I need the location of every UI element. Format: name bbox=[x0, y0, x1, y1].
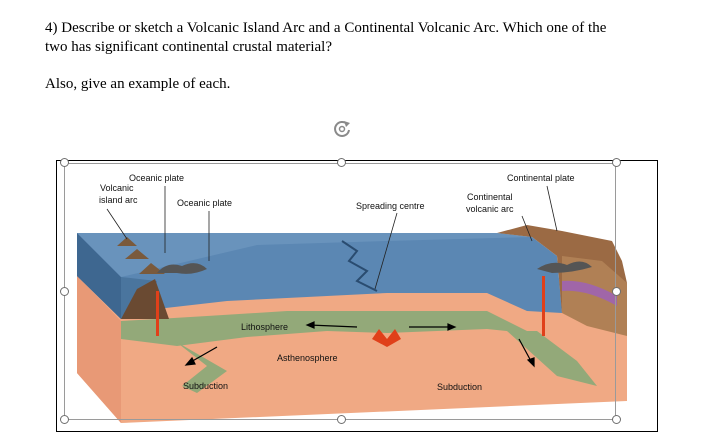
magma-conduit-right bbox=[542, 276, 545, 336]
question-text: 4) Describe or sketch a Volcanic Island … bbox=[45, 19, 685, 57]
label-lithosphere: Lithosphere bbox=[241, 322, 288, 332]
label-volcanic: Volcanic bbox=[100, 183, 134, 193]
magma-conduit-left bbox=[156, 291, 159, 336]
resize-handle-bottom[interactable] bbox=[337, 415, 346, 424]
continent-strata bbox=[562, 280, 617, 306]
label-island-arc: island arc bbox=[99, 195, 138, 205]
ash-plume-right bbox=[537, 261, 592, 273]
subducting-slab-right bbox=[507, 331, 597, 386]
resize-handle-top-right[interactable] bbox=[612, 158, 621, 167]
label-asthenosphere: Asthenosphere bbox=[277, 353, 338, 363]
ridge-rift bbox=[341, 240, 378, 292]
island-volcano bbox=[117, 237, 137, 246]
plate-tectonics-diagram[interactable]: Oceanic plate Volcanic island arc Oceani… bbox=[57, 161, 657, 431]
resize-handle-top-left[interactable] bbox=[60, 158, 69, 167]
continent-front bbox=[562, 256, 627, 336]
resize-handle-right[interactable] bbox=[612, 287, 621, 296]
magma-upwelling bbox=[372, 329, 401, 347]
question-line-1: 4) Describe or sketch a Volcanic Island … bbox=[45, 20, 607, 36]
label-continental: Continental bbox=[467, 192, 513, 202]
lithosphere-band bbox=[121, 311, 562, 357]
island-volcano bbox=[125, 249, 149, 259]
label-oceanic-plate: Oceanic plate bbox=[129, 173, 184, 183]
label-oceanic-plate-2: Oceanic plate bbox=[177, 198, 232, 208]
label-subduction-right: Subduction bbox=[437, 382, 482, 392]
question-line-2: two has significant continental crustal … bbox=[45, 39, 332, 55]
ash-plume-left bbox=[157, 263, 207, 274]
label-continental-plate: Continental plate bbox=[507, 173, 575, 183]
resize-handle-left[interactable] bbox=[60, 287, 69, 296]
label-subduction-left: Subduction bbox=[183, 381, 228, 391]
subducting-slab-left bbox=[175, 341, 227, 393]
image-frame bbox=[56, 160, 658, 432]
resize-handle-bottom-left[interactable] bbox=[60, 415, 69, 424]
rotate-handle-icon[interactable] bbox=[331, 118, 353, 140]
resize-handle-top[interactable] bbox=[337, 158, 346, 167]
question-line-3: Also, give an example of each. bbox=[45, 76, 231, 92]
label-spreading-centre: Spreading centre bbox=[356, 201, 425, 211]
resize-handle-bottom-right[interactable] bbox=[612, 415, 621, 424]
label-volcanic-arc: volcanic arc bbox=[466, 204, 514, 214]
ocean-side bbox=[77, 233, 121, 319]
ocean-surface bbox=[77, 233, 532, 277]
asthenosphere-side bbox=[77, 276, 121, 423]
island-volcano bbox=[139, 263, 165, 274]
selection-box bbox=[64, 163, 616, 420]
